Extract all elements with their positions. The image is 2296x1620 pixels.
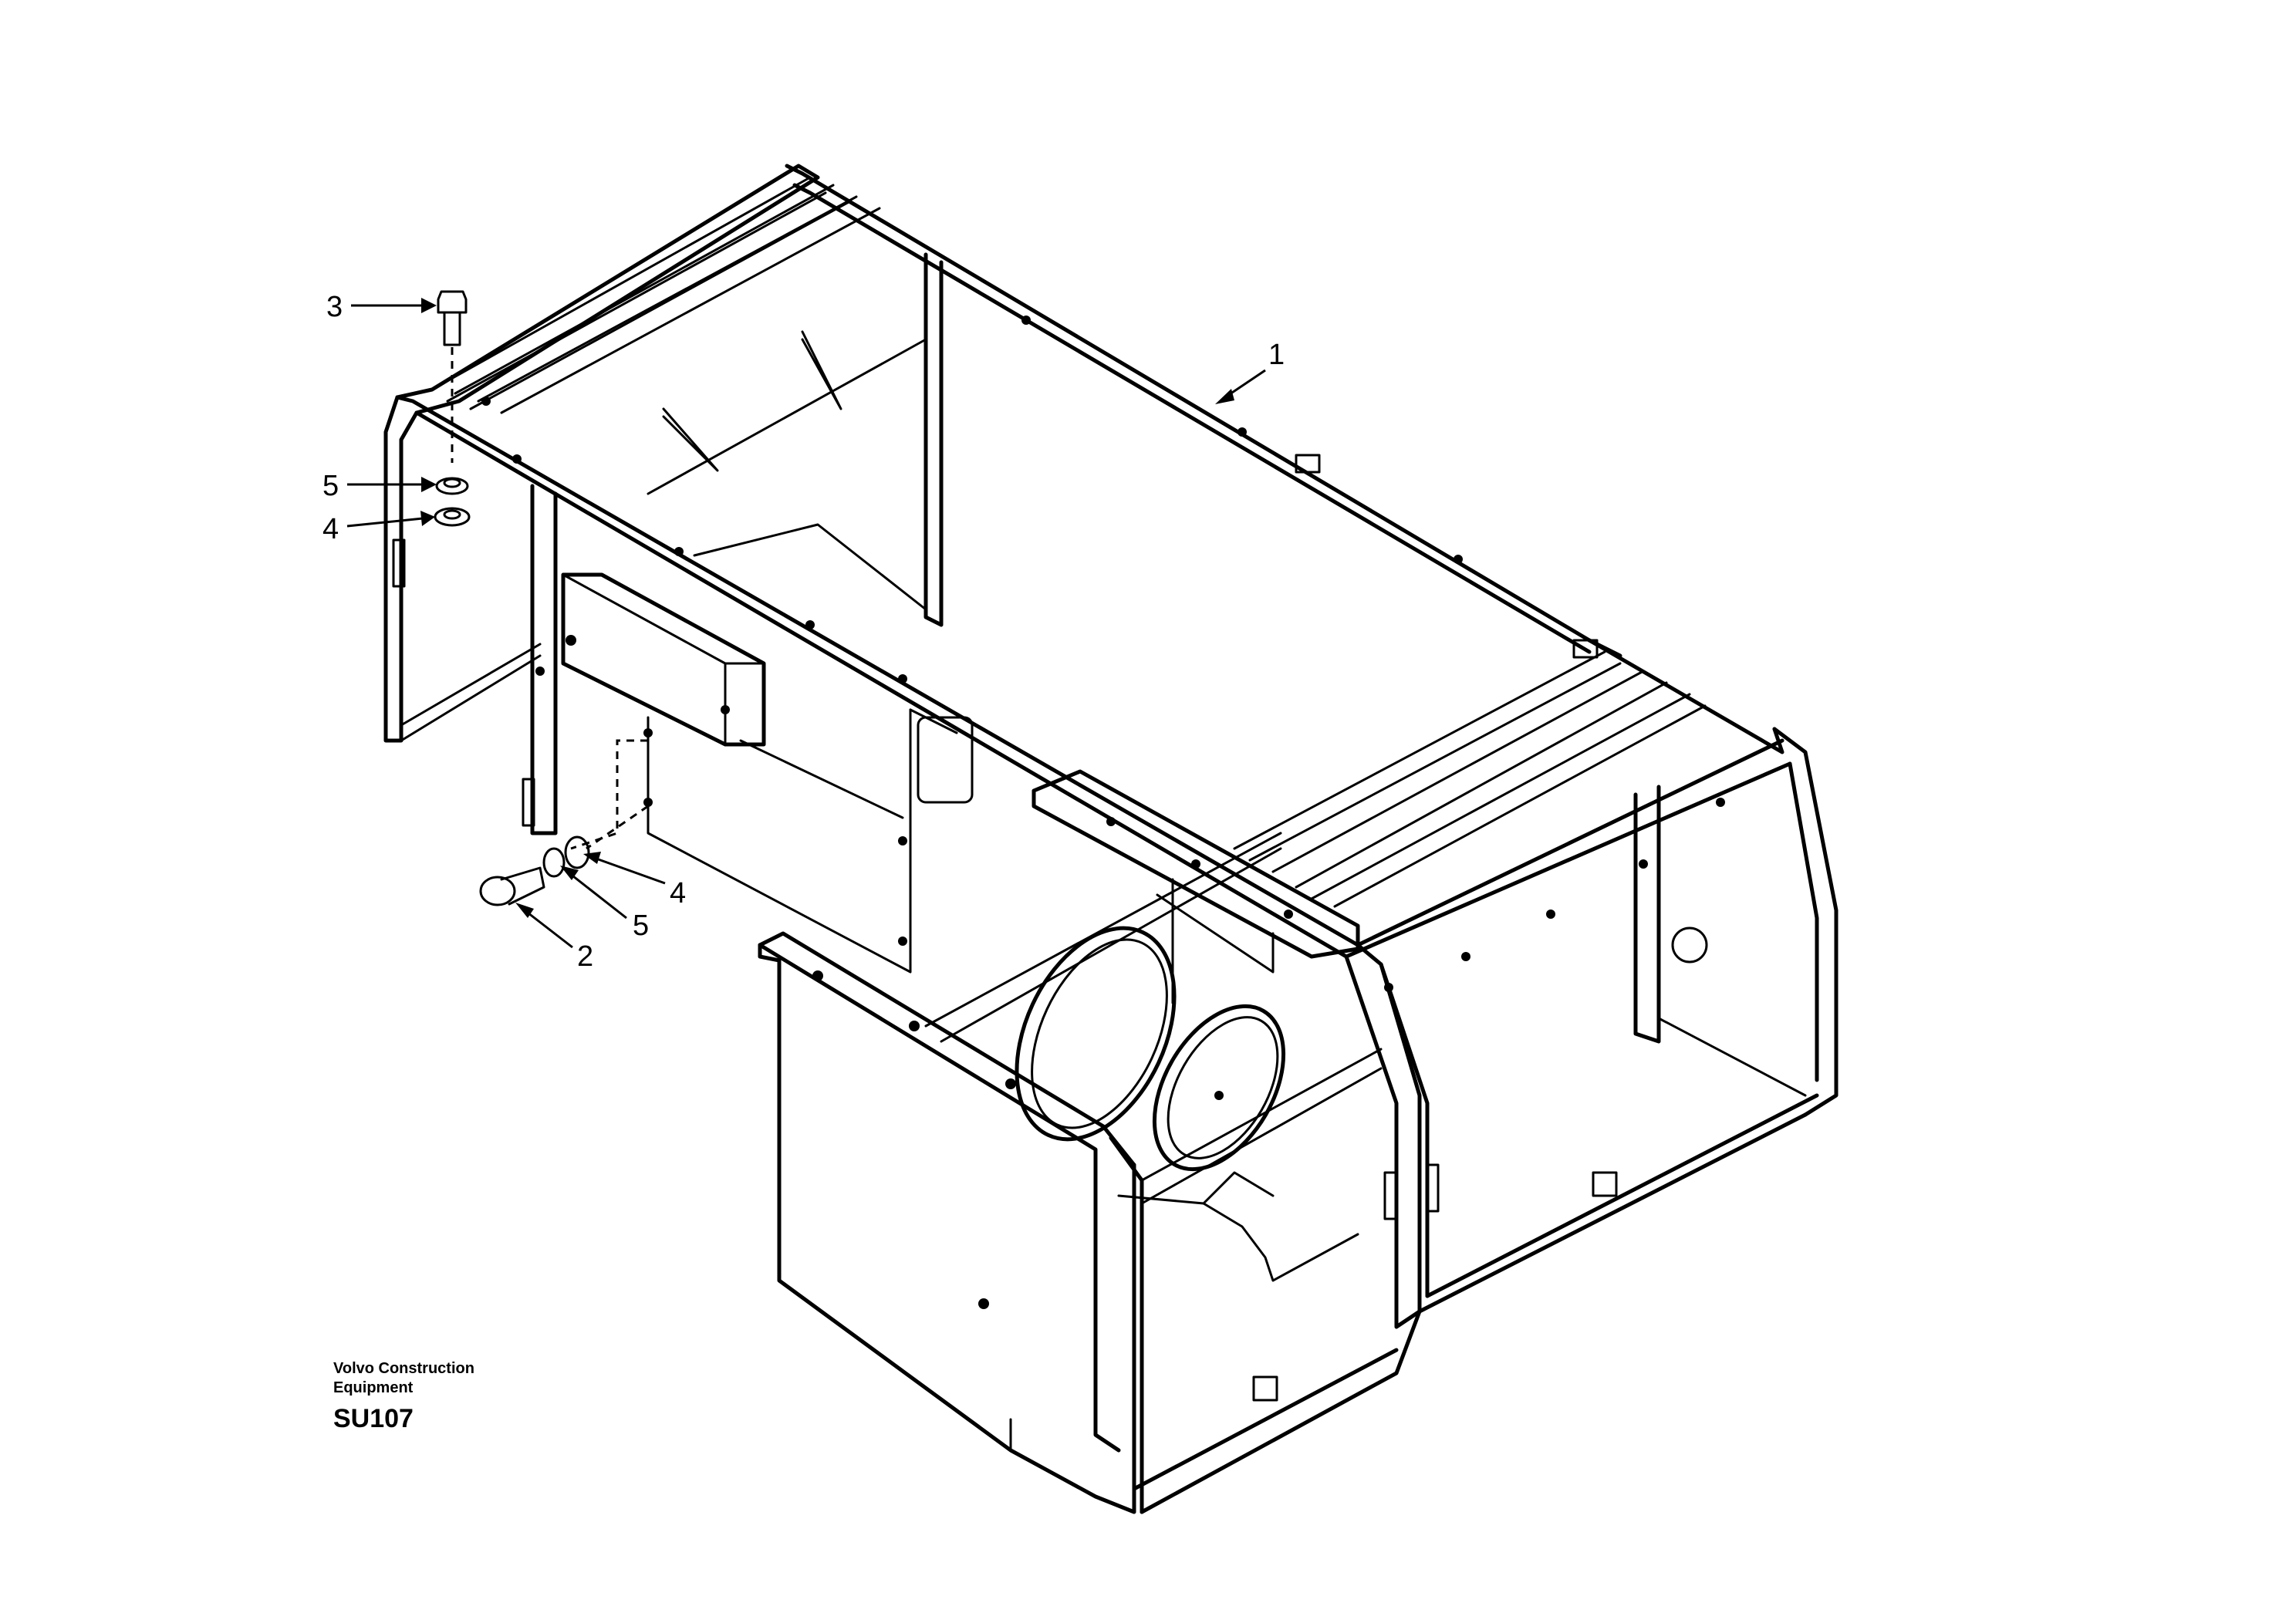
callout-3: 3 [326,291,437,323]
callout-4-top: 4 [322,511,435,545]
fastener-group-top [434,290,471,527]
drawing-code: SU107 [333,1404,414,1433]
callout-2: 2 [515,903,593,973]
callout-1-label: 1 [1268,339,1285,371]
drawing-caption: Volvo Construction Equipment SU107 [333,1359,518,1434]
main-frame [383,164,1838,1514]
callout-5-top: 5 [322,470,437,502]
callout-2-label: 2 [577,940,593,973]
callout-5-top-label: 5 [322,470,339,502]
callout-4-top-label: 4 [322,513,339,545]
callout-4-bottom-label: 4 [670,877,686,910]
callout-5-bottom: 5 [560,866,649,942]
callout-3-label: 3 [326,291,343,323]
callout-1: 1 [1215,339,1285,404]
callout-5-bottom-label: 5 [633,910,649,942]
fastener-group-bottom [479,739,649,906]
callout-4-bottom: 4 [583,852,686,910]
manufacturer-name: Volvo Construction Equipment [333,1360,474,1396]
